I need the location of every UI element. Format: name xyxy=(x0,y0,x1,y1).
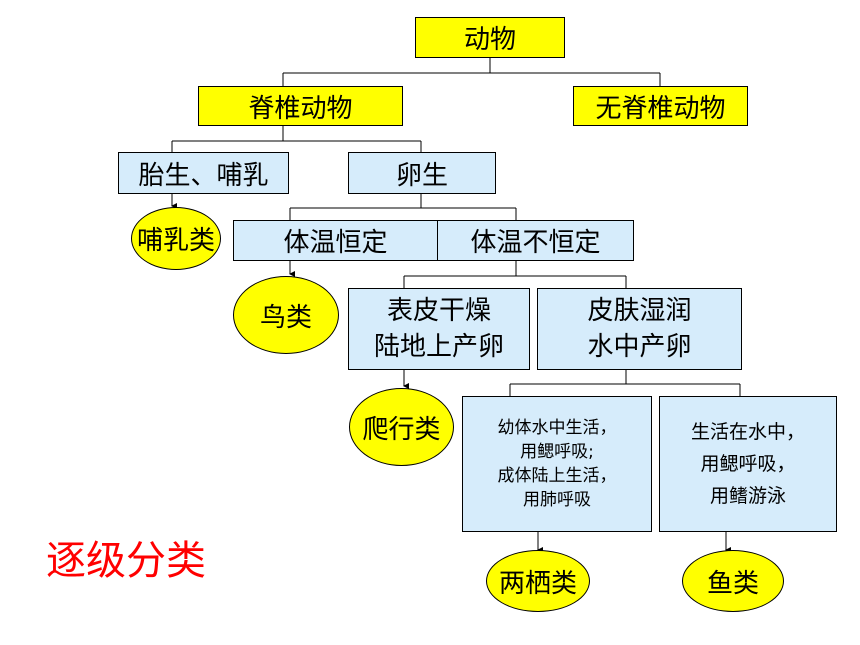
node-oviparous: 卵生 xyxy=(348,152,496,194)
node-moist-skin-line2: 水中产卵 xyxy=(587,332,692,362)
node-moist-skin-line1: 皮肤湿润 xyxy=(587,296,692,326)
node-fish-desc: 生活在水中， 用鳃呼吸， 用鳍游泳 xyxy=(659,396,837,532)
node-cold-blooded: 体温不恒定 xyxy=(437,220,634,261)
node-dry-skin: 表皮干燥 陆地上产卵 xyxy=(348,288,530,370)
node-warm-blooded: 体温恒定 xyxy=(233,220,438,261)
node-fish-desc-line1: 生活在水中， xyxy=(690,421,805,443)
node-vertebrate: 脊椎动物 xyxy=(198,86,403,126)
node-dry-skin-line1: 表皮干燥 xyxy=(386,296,491,326)
node-fish-desc-line3: 用鳍游泳 xyxy=(709,485,786,507)
caption-step-classification: 逐级分类 xyxy=(46,538,206,584)
node-amphibian-desc-line3: 成体陆上生活， xyxy=(497,466,617,486)
node-moist-skin: 皮肤湿润 水中产卵 xyxy=(537,288,742,370)
result-reptile: 爬行类 xyxy=(349,388,454,466)
node-invertebrate: 无脊椎动物 xyxy=(573,86,748,126)
result-amphibian: 两栖类 xyxy=(486,550,590,612)
result-mammal: 哺乳类 xyxy=(131,207,221,270)
node-amphibian-desc: 幼体水中生活， 用鳃呼吸; 成体陆上生活， 用肺呼吸 xyxy=(462,396,652,532)
node-amphibian-desc-line1: 幼体水中生活， xyxy=(497,418,617,438)
node-dry-skin-line2: 陆地上产卵 xyxy=(373,332,504,362)
node-viviparous: 胎生、哺乳 xyxy=(118,152,289,194)
node-amphibian-desc-line4: 用肺呼吸 xyxy=(523,490,591,510)
result-fish: 鱼类 xyxy=(682,550,784,612)
node-animal: 动物 xyxy=(415,17,565,58)
node-amphibian-desc-line2: 用鳃呼吸; xyxy=(520,442,594,462)
node-fish-desc-line2: 用鳃呼吸， xyxy=(700,453,796,475)
result-bird: 鸟类 xyxy=(233,276,339,354)
